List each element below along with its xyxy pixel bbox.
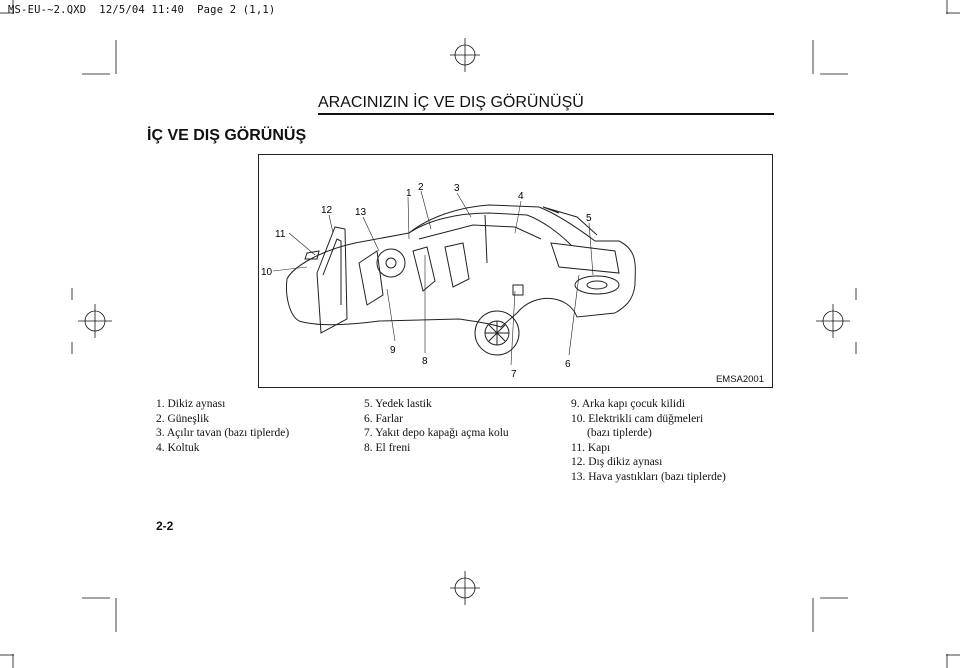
running-title: ARACINIZIN İÇ VE DIŞ GÖRÜNÜŞÜ	[318, 94, 584, 111]
legend-item: 1. Dikiz aynası	[156, 398, 226, 410]
legend-item: 5. Yedek lastik	[364, 398, 432, 410]
callout-13: 13	[355, 207, 367, 218]
print-header: MS-EU-~2.QXD 12/5/04 11:40 Page 2 (1,1)	[8, 4, 276, 16]
car-illustration: 1 2 3 4 5 6 7 8 9 10 11 12 13	[261, 182, 636, 380]
callout-9: 9	[390, 345, 396, 356]
legend-column-3: 9. Arka kapı çocuk kilidi 10. Elektrikli…	[571, 397, 726, 484]
page-number: 2-2	[156, 519, 174, 533]
legend-item: 11. Kapı	[571, 441, 611, 454]
callout-3: 3	[454, 183, 460, 194]
legend-column-1: 1. Dikiz aynası 2. Güneşlik 3. Açılır ta…	[156, 397, 289, 455]
title-rule	[318, 113, 774, 115]
callout-5: 5	[586, 213, 592, 224]
callout-10: 10	[261, 267, 273, 278]
legend-item: 3. Açılır tavan (bazı tiplerde)	[156, 427, 290, 439]
callout-4: 4	[518, 191, 524, 202]
callout-6: 6	[565, 359, 571, 370]
callout-12: 12	[321, 205, 333, 216]
callout-11: 11	[275, 229, 286, 240]
legend-item: 12. Dış dikiz aynası	[571, 456, 663, 468]
callout-7: 7	[511, 369, 517, 380]
legend-column-2: 5. Yedek lastik 6. Farlar 7. Yakıt depo …	[364, 397, 509, 455]
legend-item: 10. Elektrikli cam düğmeleri	[571, 412, 704, 425]
legend-item: 13. Hava yastıkları (bazı tiplerde)	[571, 470, 726, 483]
car-illustration-figure: 1 2 3 4 5 6 7 8 9 10 11 12 13 EMSA2001	[258, 154, 773, 388]
callout-2: 2	[418, 182, 424, 193]
callout-8: 8	[422, 356, 428, 367]
legend-item: 8. El freni	[364, 441, 411, 454]
legend-item: 2. Güneşlik	[156, 412, 210, 425]
legend-item: 7. Yakıt depo kapağı açma kolu	[364, 427, 509, 439]
legend-item: 9. Arka kapı çocuk kilidi	[571, 398, 686, 410]
section-title: İÇ VE DIŞ GÖRÜNÜŞ	[147, 127, 307, 144]
legend-item: 6. Farlar	[364, 412, 403, 425]
callout-1: 1	[406, 188, 412, 199]
figure-code: EMSA2001	[715, 374, 764, 385]
legend-item: 4. Koltuk	[156, 441, 200, 454]
legend-item-continuation: (bazı tiplerde)	[587, 427, 652, 439]
